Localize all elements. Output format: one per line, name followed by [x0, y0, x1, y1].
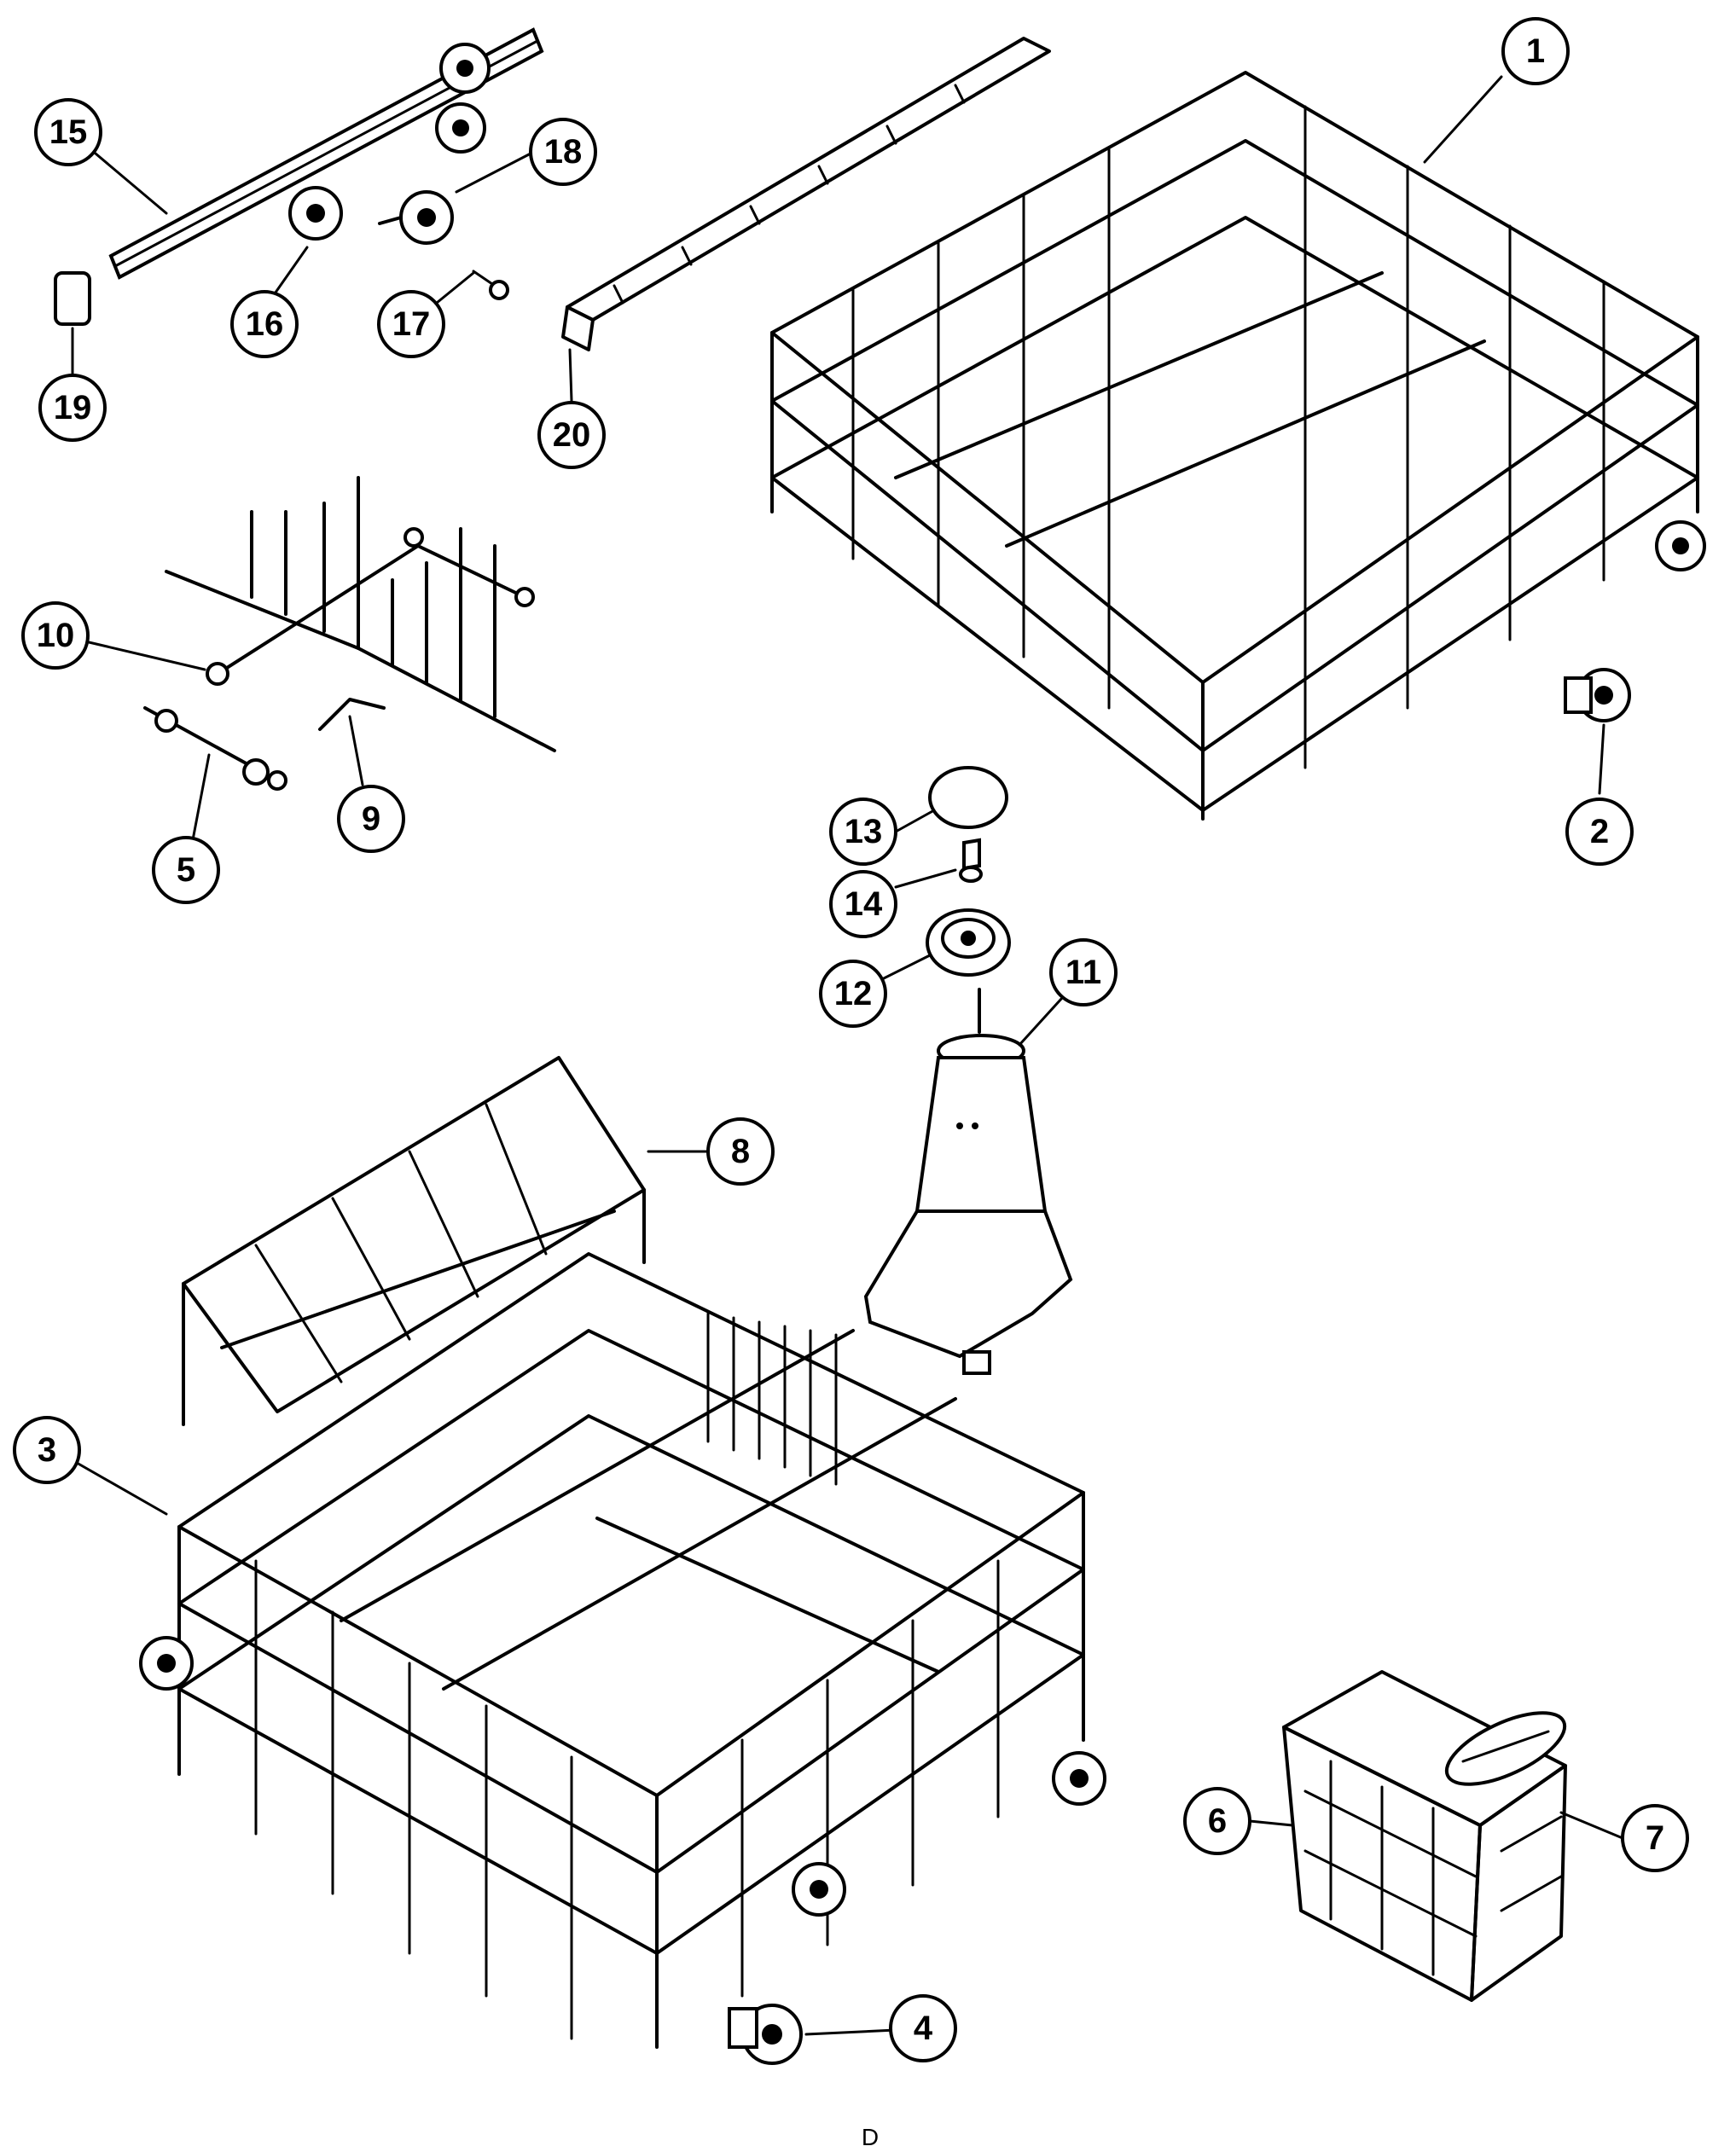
wheel-screw-part [378, 190, 509, 300]
leader-lines [71, 75, 1624, 2036]
basket-lid-part [1444, 1711, 1567, 1786]
silverware-basket-part [1282, 1670, 1567, 2002]
svg-text:12: 12 [834, 975, 873, 1012]
callout-8: 8 [706, 1117, 775, 1186]
callout-15: 15 [34, 98, 102, 166]
svg-text:4: 4 [914, 2010, 933, 2047]
svg-text:19: 19 [54, 389, 92, 426]
spray-tower-cap-part [928, 766, 1008, 829]
callout-20: 20 [537, 401, 606, 469]
svg-text:2: 2 [1590, 813, 1609, 850]
callout-5: 5 [152, 836, 220, 904]
lower-rack-part [139, 1252, 1106, 2049]
spray-tower-pin-part [959, 838, 983, 883]
callout-18: 18 [529, 118, 597, 186]
callout-17: 17 [377, 290, 445, 358]
callout-9: 9 [337, 785, 405, 853]
callout-6: 6 [1183, 1787, 1251, 1855]
tine-bar-part [561, 37, 1051, 351]
tine-assembly-part [165, 476, 556, 752]
callout-11: 11 [1049, 938, 1118, 1006]
callout-1: 1 [1501, 17, 1570, 85]
callout-13: 13 [829, 798, 897, 866]
spray-tower-part [863, 988, 1073, 1375]
svg-text:13: 13 [845, 813, 883, 850]
callout-16: 16 [230, 290, 299, 358]
svg-text:20: 20 [553, 416, 591, 454]
tine-clip-part [143, 706, 287, 791]
rack-rail-part [108, 27, 544, 280]
svg-text:8: 8 [731, 1133, 750, 1170]
footer-mark: D [862, 2124, 879, 2150]
callout-3: 3 [13, 1416, 81, 1484]
svg-text:10: 10 [37, 617, 75, 654]
callout-12: 12 [819, 960, 887, 1028]
upper-rack-part [770, 71, 1706, 821]
svg-text:14: 14 [845, 885, 883, 923]
svg-text:18: 18 [544, 133, 583, 171]
callout-4: 4 [889, 1994, 957, 2062]
svg-text:3: 3 [38, 1431, 56, 1469]
lower-rack-wheel-part [728, 2004, 803, 2065]
rack-wheel-part [1564, 668, 1631, 722]
callout-14: 14 [829, 870, 897, 938]
svg-text:9: 9 [362, 800, 380, 838]
svg-text:6: 6 [1208, 1802, 1227, 1840]
svg-text:11: 11 [1065, 954, 1101, 991]
callout-2: 2 [1565, 798, 1634, 866]
svg-text:1: 1 [1526, 32, 1545, 70]
cup-shelf-part [182, 1056, 646, 1426]
callout-7: 7 [1621, 1804, 1689, 1872]
svg-text:16: 16 [246, 305, 284, 343]
spray-tower-nut-part [926, 908, 1011, 977]
callout-19: 19 [38, 374, 107, 442]
svg-text:15: 15 [49, 113, 88, 151]
svg-text:7: 7 [1646, 1819, 1664, 1857]
svg-text:17: 17 [392, 305, 431, 343]
end-cap-part [54, 271, 91, 326]
callout-10: 10 [21, 601, 90, 670]
svg-text:5: 5 [177, 851, 195, 889]
